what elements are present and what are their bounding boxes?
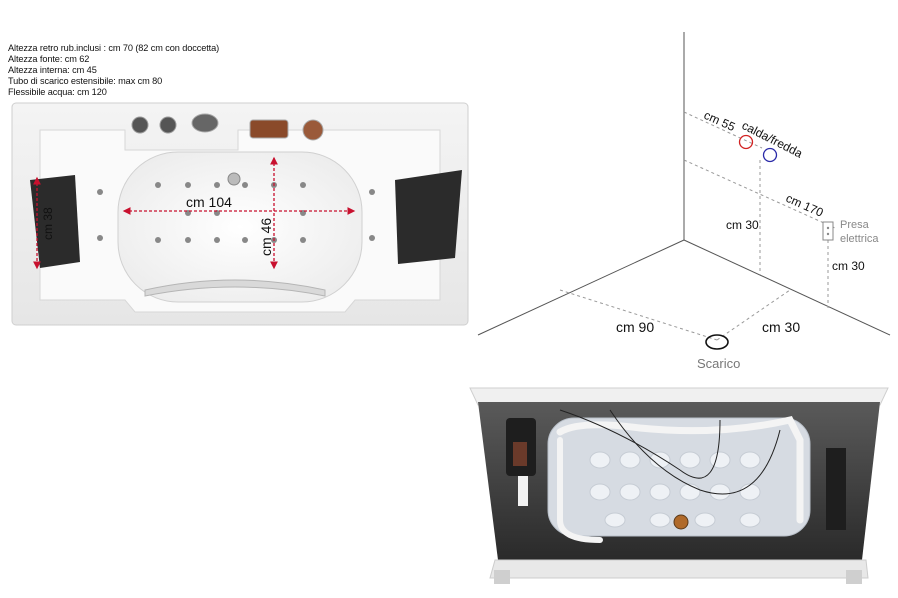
spec-water-hose: Flessibile acqua: cm 120 [8, 87, 107, 97]
spec-list: Altezza retro rub.inclusi : cm 70 (82 cm… [8, 43, 219, 98]
hot-water-icon [738, 134, 754, 150]
cm55-label: cm 55 [702, 108, 738, 134]
pipe-loop [556, 415, 804, 524]
floor-right-line [683, 239, 891, 336]
shower-handle-icon [302, 119, 324, 141]
drain-ring-icon [705, 334, 729, 350]
socket-height-label: cm 30 [832, 259, 865, 273]
control-panel-icon [191, 113, 219, 133]
spec-height-back: Altezza retro rub.inclusi : cm 70 (82 cm… [8, 43, 220, 53]
valve-icon [673, 514, 689, 530]
drain-label: Scarico [697, 356, 740, 371]
dashed-guides [559, 111, 836, 341]
floor-cm90-label: cm 90 [616, 319, 654, 335]
tub-underside-photo [469, 387, 889, 584]
pipe-side [557, 437, 603, 543]
spec-height-front: Altezza fonte: cm 62 [8, 54, 90, 64]
pump-pipe [518, 476, 528, 506]
foot-left [494, 570, 510, 584]
floor-cm30-label: cm 30 [762, 319, 800, 335]
foot-right [846, 570, 862, 584]
headrest-right [395, 170, 462, 264]
headrest-label: cm 38 [41, 207, 55, 240]
headrest-left [30, 175, 80, 268]
spec-height-inner: Altezza interna: cm 45 [8, 65, 97, 75]
faucet-icon [249, 119, 289, 139]
socket-label-2: elettrica [840, 233, 879, 245]
tub-basin [117, 151, 363, 303]
socket-icon [822, 221, 834, 241]
tub-top-view: cm 104 cm 46 cm 38 [11, 102, 469, 326]
floor-left-line [477, 239, 685, 336]
wire [559, 409, 721, 479]
underside-rim [469, 387, 889, 406]
wire [609, 409, 781, 495]
cold-water-icon [762, 147, 778, 163]
underside-skirt [489, 559, 869, 579]
spec-drain-pipe: Tubo di scarico estensibile: max cm 80 [8, 76, 163, 86]
control-box [826, 448, 846, 530]
drain-icon [227, 172, 241, 186]
pump-coil [513, 442, 527, 466]
width-label: cm 46 [258, 218, 274, 256]
pipe-height-label: cm 30 [726, 218, 759, 232]
knob-icon [159, 116, 177, 134]
length-label: cm 104 [186, 194, 232, 210]
foam-pads [589, 451, 761, 528]
hot-cold-label: calda/fredda [740, 118, 805, 161]
cm170-label: cm 170 [784, 191, 826, 220]
underside-shell [547, 417, 811, 537]
knob-icon [131, 116, 149, 134]
grip-handle [144, 279, 326, 297]
socket-label-1: Presa [840, 219, 870, 231]
room-corner-diagram: cm 55 calda/fredda cm 170 cm 30 Presa el… [477, 32, 891, 371]
